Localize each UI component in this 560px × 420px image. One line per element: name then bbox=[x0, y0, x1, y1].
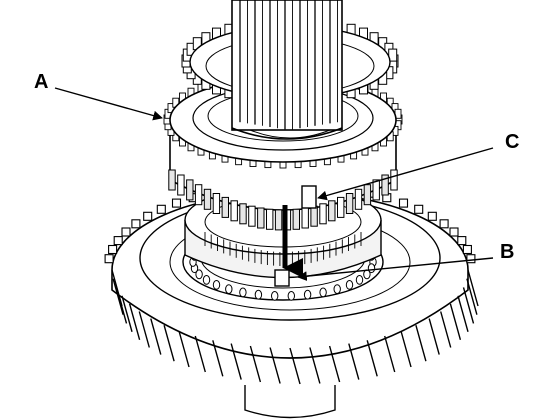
sleeve-tooth bbox=[212, 193, 221, 214]
large-gear-tooth-edge bbox=[328, 345, 341, 383]
main-shaft bbox=[231, 0, 343, 140]
sleeve-tooth bbox=[310, 205, 318, 227]
sleeve-tooth bbox=[257, 207, 265, 229]
bearing-roller bbox=[303, 289, 312, 300]
large-gear-tooth-edge bbox=[415, 325, 427, 362]
sleeve-tooth bbox=[168, 169, 176, 191]
large-gear-tooth-edge bbox=[138, 311, 150, 348]
large-gear-tooth-edge bbox=[194, 335, 206, 373]
large-gear-tooth-edge bbox=[462, 287, 475, 324]
sleeve-tooth bbox=[372, 179, 380, 201]
leader-line-b bbox=[297, 257, 494, 282]
large-gear-tooth-edge bbox=[289, 347, 301, 385]
large-gear-tooth-edge bbox=[449, 303, 462, 340]
bearing-roller bbox=[212, 280, 221, 290]
sleeve-tooth bbox=[177, 174, 185, 196]
callout-label-c: C bbox=[505, 131, 520, 153]
large-gear-tooth-edge bbox=[384, 335, 396, 373]
large-gear-tooth bbox=[113, 236, 123, 246]
large-gear-tooth-edge bbox=[212, 340, 224, 377]
large-gear-tooth-edge bbox=[466, 278, 478, 315]
large-gear-tooth-edge bbox=[428, 318, 440, 355]
bearing-roller bbox=[271, 291, 279, 301]
sleeve-tooth bbox=[301, 207, 309, 229]
large-gear-tooth-edge bbox=[457, 295, 469, 332]
large-gear-tooth-edge bbox=[163, 325, 175, 362]
leader-line-a bbox=[54, 87, 163, 121]
large-gear-tooth bbox=[466, 254, 476, 264]
sleeve-tooth bbox=[266, 208, 274, 230]
sleeve-tooth bbox=[194, 184, 203, 206]
sleeve-tooth bbox=[354, 188, 363, 210]
large-gear-tooth-edge bbox=[121, 295, 133, 332]
sleeve-tooth bbox=[274, 209, 283, 231]
large-gear-tooth bbox=[121, 227, 131, 237]
large-gear-tooth bbox=[439, 219, 449, 229]
sleeve-tooth bbox=[337, 196, 345, 218]
large-gear-tooth bbox=[449, 227, 459, 237]
large-gear-tooth-edge bbox=[366, 340, 378, 377]
sleeve-tooth bbox=[328, 200, 336, 222]
sleeve-tooth bbox=[381, 174, 389, 196]
large-gear-tooth-edge bbox=[150, 318, 162, 355]
sleeve-tooth bbox=[363, 184, 372, 206]
bearing-roller bbox=[319, 287, 327, 298]
sleeve-tooth bbox=[239, 203, 247, 225]
sleeve-tooth bbox=[230, 200, 238, 222]
large-gear-tooth bbox=[104, 254, 114, 264]
sleeve-tooth bbox=[248, 205, 256, 227]
large-gear-tooth bbox=[427, 211, 437, 221]
shaft-stub-bottom bbox=[244, 385, 336, 419]
large-gear-tooth-edge bbox=[249, 345, 262, 383]
large-gear-tooth-edge bbox=[230, 343, 242, 380]
large-gear-tooth bbox=[462, 244, 472, 255]
bearing-roller bbox=[333, 284, 341, 295]
large-gear-tooth bbox=[171, 198, 182, 208]
bearing-roller bbox=[363, 269, 371, 280]
large-gear-tooth bbox=[398, 198, 409, 208]
bearing-roller bbox=[355, 275, 364, 285]
bearing-roller bbox=[254, 289, 263, 300]
sleeve-tooth bbox=[345, 193, 354, 214]
large-gear-tooth bbox=[131, 219, 141, 229]
sleeve-tooth bbox=[221, 196, 230, 218]
bearing-roller bbox=[345, 280, 354, 290]
large-gear-tooth-edge bbox=[111, 269, 123, 307]
large-gear-tooth-edge bbox=[309, 347, 321, 384]
bearing-roller bbox=[287, 291, 295, 301]
sleeve-tooth bbox=[203, 188, 212, 210]
callout-label-b: B bbox=[500, 241, 515, 263]
large-gear-tooth-edge bbox=[467, 269, 479, 307]
sleeve-tooth bbox=[319, 203, 327, 225]
bearing-roller bbox=[225, 284, 233, 295]
bearing-roller bbox=[195, 269, 203, 280]
large-gear-tooth bbox=[108, 244, 118, 255]
leader-line-c bbox=[317, 147, 494, 201]
large-gear-tooth-edge bbox=[440, 311, 452, 348]
large-gear-tooth bbox=[143, 211, 153, 221]
large-gear-tooth-edge bbox=[178, 330, 190, 368]
large-gear-tooth-edge bbox=[269, 347, 281, 384]
bearing-roller bbox=[239, 287, 247, 298]
large-gear-tooth-edge bbox=[348, 343, 360, 380]
large-gear-tooth-edge bbox=[400, 330, 412, 368]
sleeve-tooth bbox=[390, 169, 398, 191]
large-gear-tooth bbox=[156, 204, 166, 214]
sleeve-tooth bbox=[186, 179, 194, 201]
callout-label-a: A bbox=[34, 71, 49, 93]
bearing-roller bbox=[202, 275, 211, 285]
large-gear-tooth bbox=[457, 236, 467, 246]
large-gear-tooth bbox=[414, 204, 424, 214]
sleeve-tooth bbox=[292, 208, 301, 230]
large-gear-tooth-edge bbox=[128, 303, 141, 340]
large-gear-tooth-edge bbox=[112, 278, 124, 315]
